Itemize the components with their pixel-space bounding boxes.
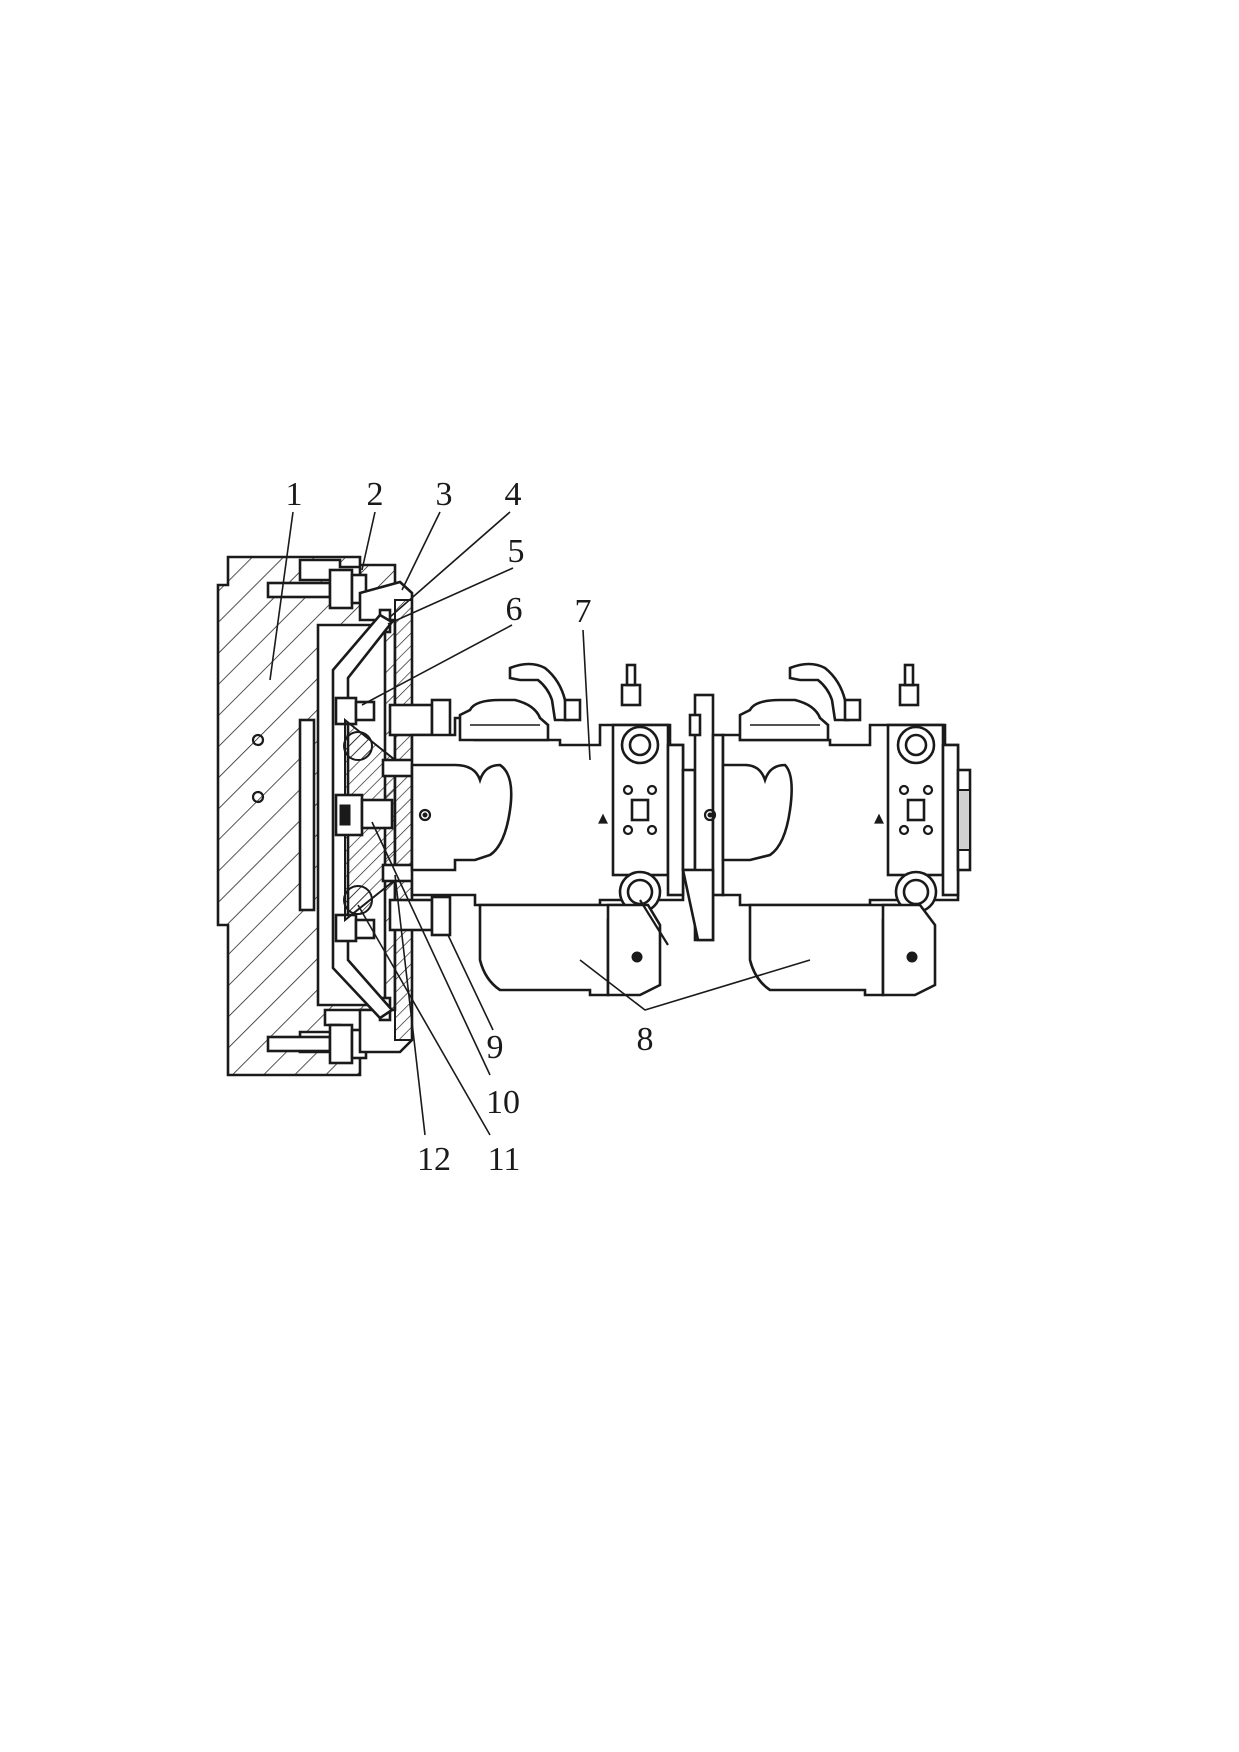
coupling-flange: [681, 693, 725, 942]
label-part-5: 5: [508, 533, 525, 570]
label-part-4: 4: [505, 476, 522, 513]
label-part-6: 6: [506, 591, 523, 628]
label-part-8: 8: [637, 1021, 654, 1058]
spring-part-11: [343, 731, 373, 915]
motor-unit-1-part-7: ▲: [410, 662, 697, 914]
label-part-1: 1: [286, 476, 303, 513]
part-number-labels: 1 2 3 4 5 6 7 8 9 10 11 12: [286, 476, 654, 1178]
label-part-10: 10: [486, 1084, 520, 1121]
motor-housing-1-part-8: [478, 899, 669, 997]
label-part-7: 7: [575, 593, 592, 630]
label-part-3: 3: [436, 476, 453, 513]
label-part-2: 2: [367, 476, 384, 513]
label-part-12: 12: [417, 1141, 451, 1178]
motor-housing-2: [748, 903, 937, 997]
clamp-nut-part-6: [334, 696, 376, 943]
label-part-9: 9: [487, 1029, 504, 1066]
svg-text:▲: ▲: [874, 811, 884, 826]
clamp-bolt-part-2: [266, 568, 368, 1065]
motor-unit-2: ▲: [703, 662, 972, 914]
label-part-11: 11: [488, 1141, 521, 1178]
svg-text:▲: ▲: [598, 811, 608, 826]
stop-pin-part-12: [381, 758, 415, 883]
leader-lines: [269, 511, 811, 1136]
